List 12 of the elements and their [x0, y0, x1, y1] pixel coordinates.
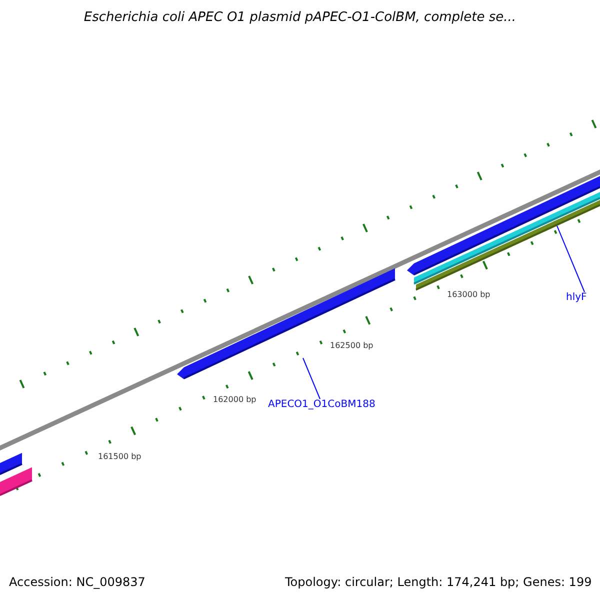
leader-line [556, 225, 585, 292]
gene-label: APECO1_O1CoBM188 [268, 399, 376, 410]
title: Escherichia coli APEC O1 plasmid pAPEC-O1-ColBM, complete se... [82, 10, 518, 25]
footer-text: Accession: NC_009837 [9, 575, 146, 589]
footer-text: Topology: circular; Length: 174,241 bp; Genes: 199 [285, 575, 592, 589]
leader-line [302, 358, 320, 400]
scale-label: 163000 bp [447, 290, 490, 299]
scale-label: 161500 bp [98, 452, 142, 461]
gene-label: hlyF [566, 292, 587, 303]
scale-label: 162000 bp [213, 395, 256, 404]
gene-feature [416, 200, 600, 291]
scale-label: 162500 bp [330, 341, 374, 350]
